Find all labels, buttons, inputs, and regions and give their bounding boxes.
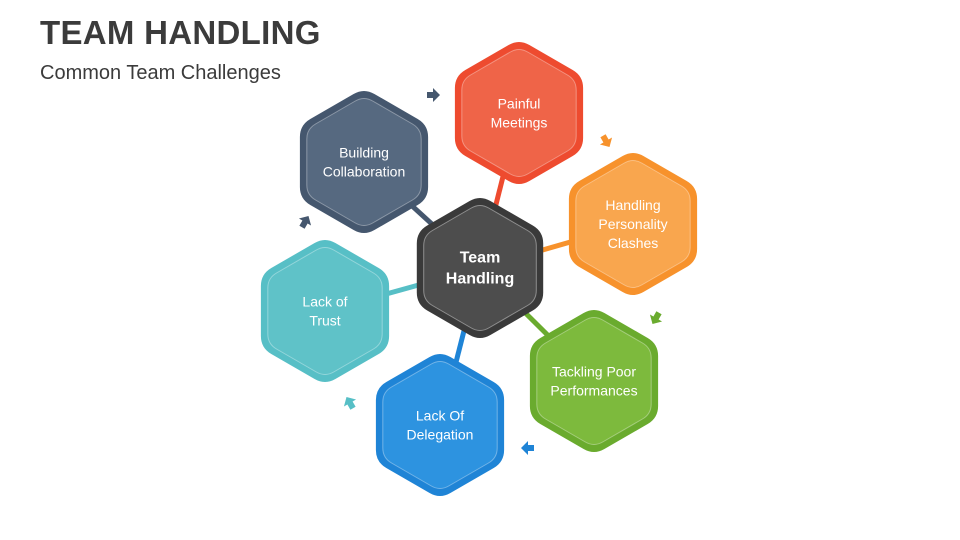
hex-label-handling-personality-clashes-line: Clashes (608, 235, 659, 251)
hex-inner-lack-of-trust (267, 247, 383, 375)
hex-inner-building-collaboration (306, 98, 422, 226)
hex-label-handling-personality-clashes-line: Handling (605, 197, 660, 213)
page-subtitle: Common Team Challenges (40, 62, 281, 84)
page-title: TEAM HANDLING (40, 14, 321, 51)
arrow-icon (521, 441, 534, 455)
hex-center-inner (423, 205, 537, 331)
arrow-icon (649, 311, 663, 325)
hex-label-lack-of-delegation-line: Lack Of (416, 408, 464, 424)
arrow-icon (599, 134, 613, 148)
hex-label-lack-of-trust-line: Trust (309, 313, 340, 329)
arrow-icon (427, 88, 440, 102)
hex-lack-of-delegation: Lack Of Delegation (375, 354, 505, 496)
hex-label-lack-of-trust-line: Lack of (302, 294, 347, 310)
hex-label-handling-personality-clashes-line: Personality (598, 216, 667, 232)
hex-center-label-line: Team (460, 250, 501, 267)
hex-label-building-collaboration-line: Building (339, 145, 389, 161)
hex-inner-painful-meetings (461, 49, 577, 177)
arrow-icon (298, 215, 312, 229)
hex-inner-lack-of-delegation (382, 361, 498, 489)
hex-label-painful-meetings-line: Meetings (491, 115, 548, 131)
hex-inner-tackling-poor-performances (536, 317, 652, 445)
hex-label-building-collaboration-line: Collaboration (323, 164, 406, 180)
hex-lack-of-trust: Lack of Trust (260, 240, 390, 382)
hex-inner-handling-personality-clashes (575, 160, 691, 288)
hex-label-lack-of-delegation-line: Delegation (407, 427, 474, 443)
hex-label-painful-meetings-line: Painful (498, 96, 541, 112)
hex-center-label-line: Handling (446, 271, 514, 288)
hex-label-tackling-poor-performances-line: Performances (550, 383, 637, 399)
hex-label-tackling-poor-performances-line: Tackling Poor (552, 364, 636, 380)
arrow-icon (343, 396, 357, 410)
